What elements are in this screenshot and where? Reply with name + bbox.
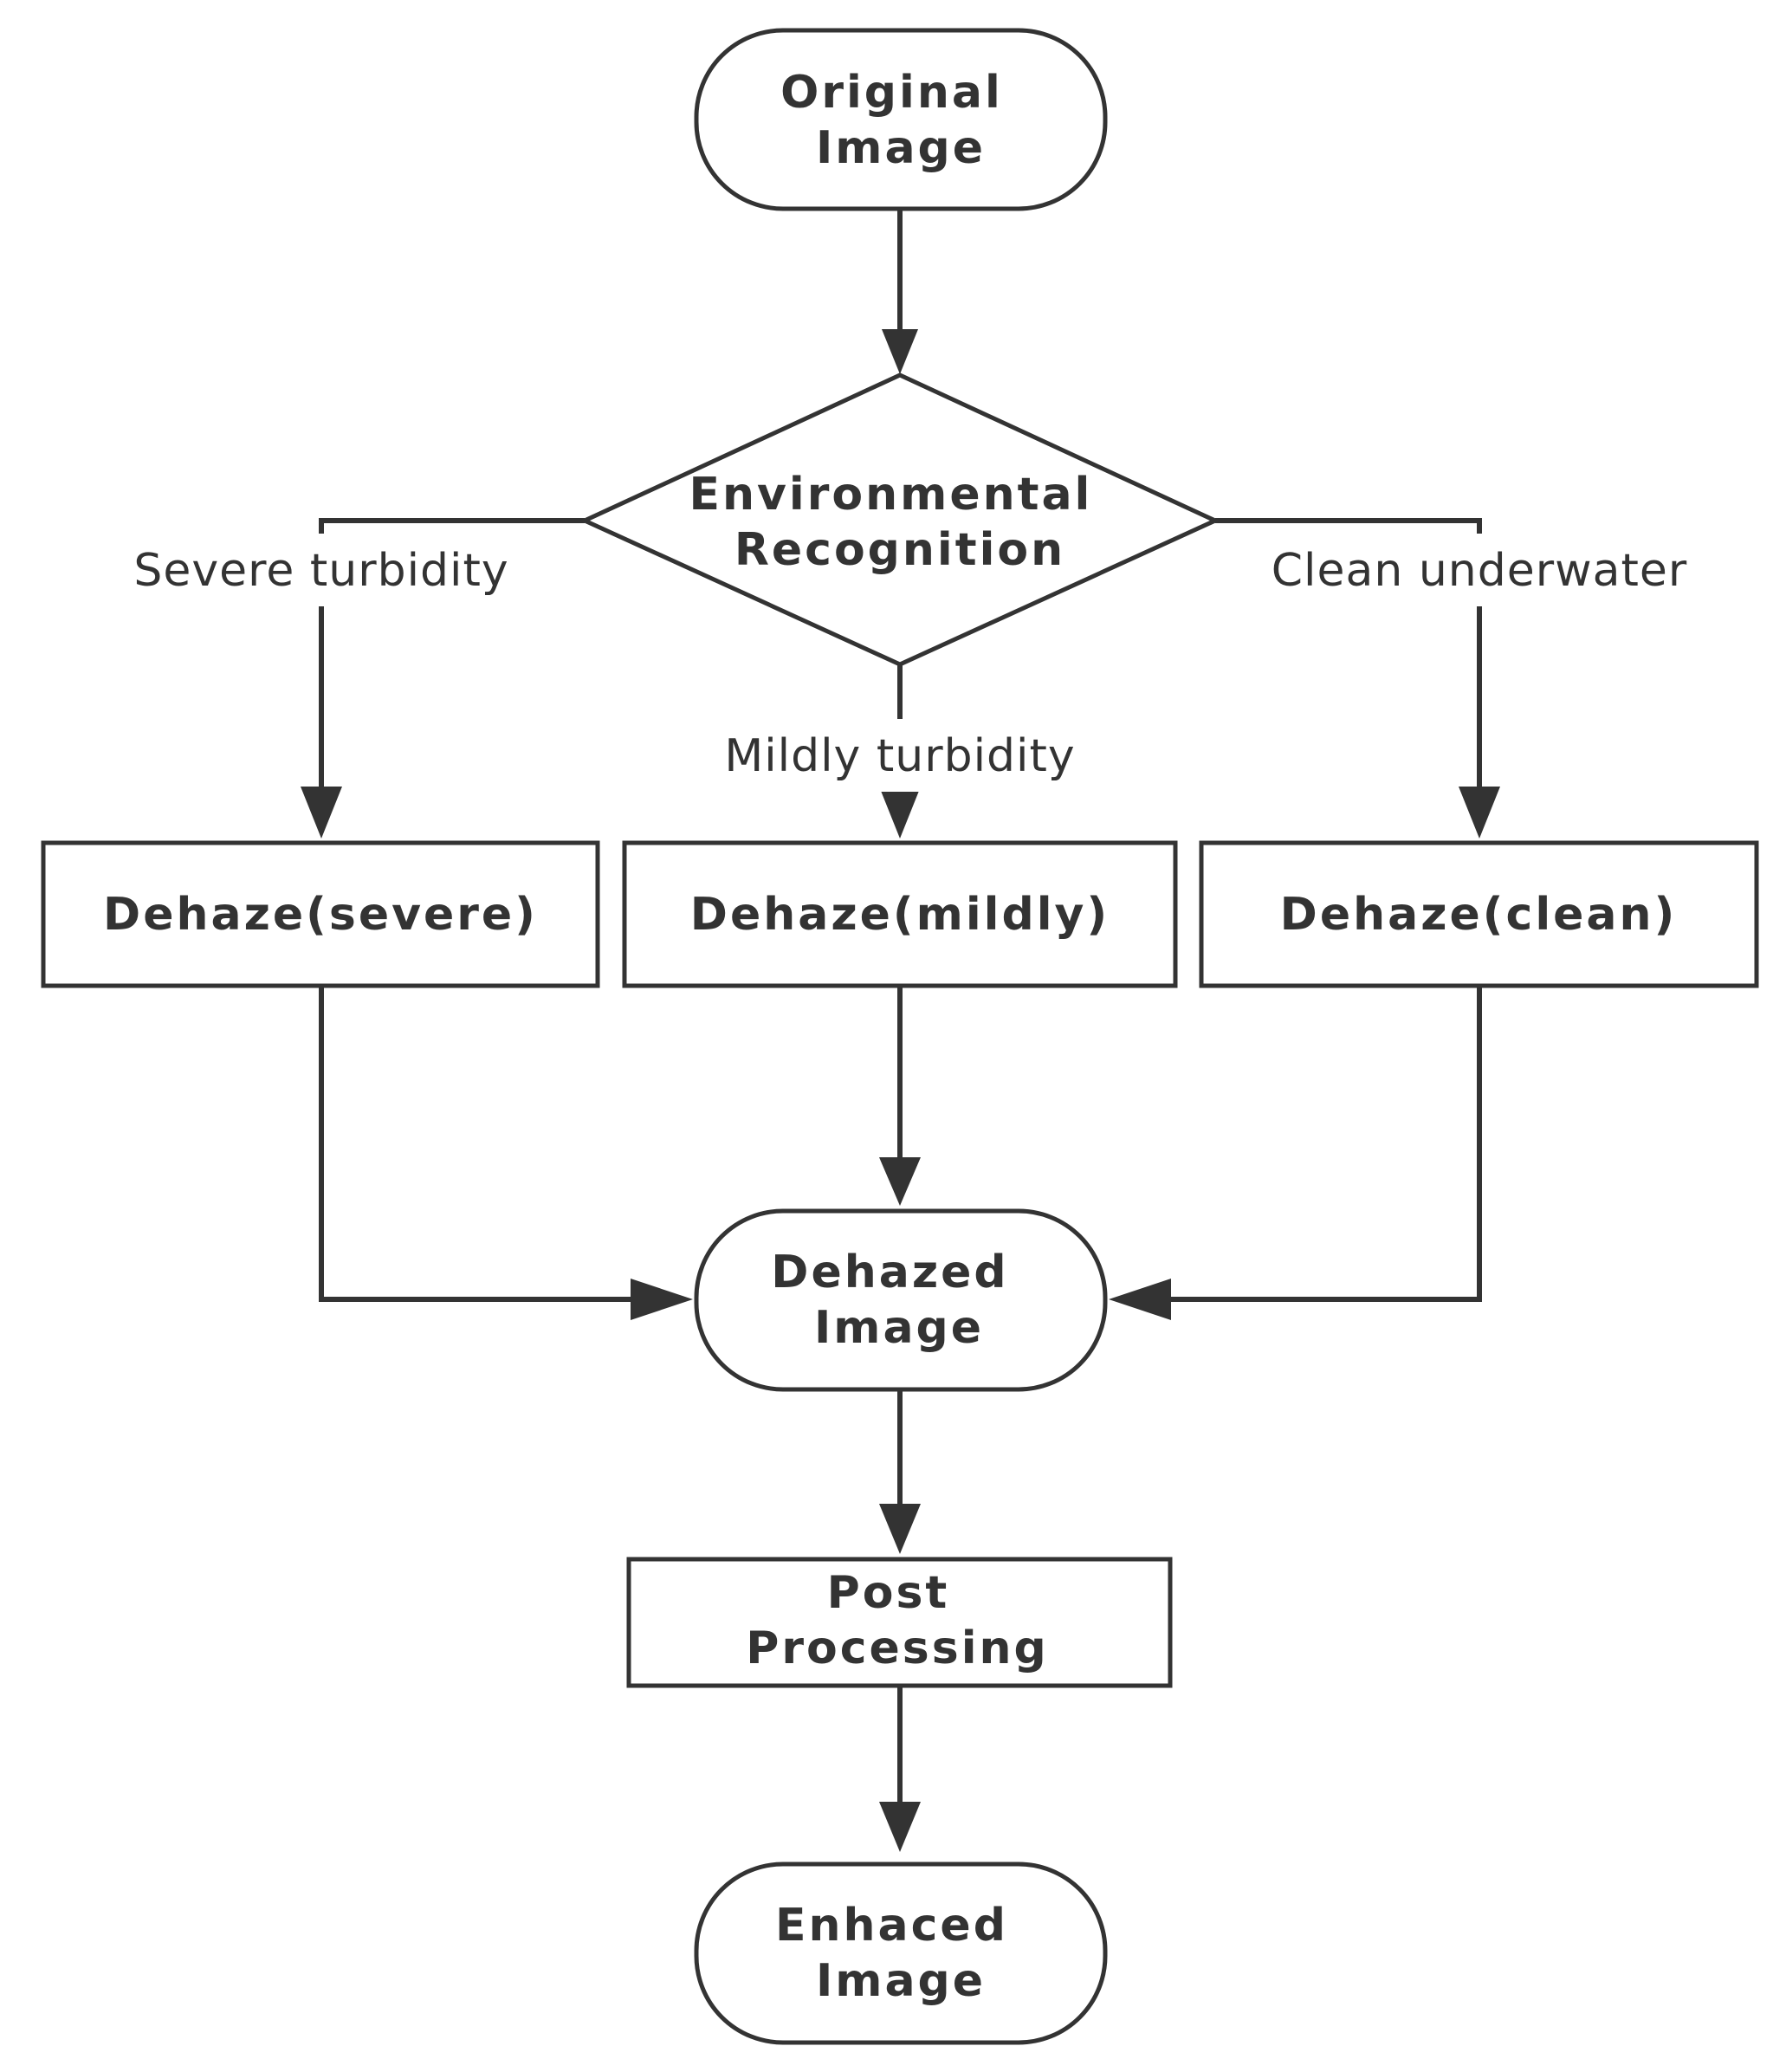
node-original-image-line2: Image (816, 122, 986, 174)
arrow-head-icon (301, 787, 342, 839)
nodes: Original Image Environmental Recognition… (41, 28, 1759, 2045)
arrow-head-icon (631, 1279, 693, 1320)
edge-recognition-to-clean (1215, 518, 1482, 788)
arrow-head-icon (879, 1802, 921, 1852)
node-enhaced-image-line2: Image (816, 1955, 986, 2007)
node-dehazed-image-line2: Image (814, 1302, 984, 1354)
svg-text:Original Image: Original Image (780, 67, 1021, 174)
arrow-head-icon (1109, 1279, 1171, 1320)
node-dehaze-severe: Dehaze(severe) (41, 840, 600, 988)
node-dehazed-image: Dehazed Image (694, 1208, 1108, 1392)
edge-labels: Severe turbidity Mildly turbidity Clean … (95, 534, 1718, 792)
edge-recognition-to-severe (319, 518, 585, 788)
node-post-processing-line2: Processing (746, 1622, 1049, 1674)
node-dehaze-severe-label: Dehaze(severe) (103, 889, 538, 941)
node-enhaced-image-line1: Enhaced (775, 1900, 1008, 1952)
node-dehaze-mildly: Dehaze(mildly) (622, 840, 1178, 988)
svg-text:Enhaced Image: Enhaced Image (775, 1900, 1026, 2007)
node-post-processing: Post Processing (626, 1557, 1173, 1688)
label-backdrop (95, 534, 546, 606)
node-environmental-recognition-line2: Recognition (734, 524, 1065, 576)
svg-text:Post Processing: Post Processing (746, 1567, 1049, 1674)
edge-label-clean: Clean underwater (1272, 545, 1688, 597)
node-post-processing-line1: Post (827, 1567, 950, 1619)
label-backdrop (1240, 534, 1718, 606)
node-original-image-line1: Original (780, 67, 1003, 119)
edge-clean-to-dehazed (1161, 986, 1482, 1302)
node-dehaze-clean: Dehaze(clean) (1199, 840, 1759, 988)
arrow-head-icon (882, 329, 918, 374)
label-backdrop (693, 719, 1107, 792)
node-dehazed-image-line1: Dehazed (771, 1246, 1008, 1298)
node-environmental-recognition: Environmental Recognition (579, 372, 1220, 667)
edges (301, 209, 1500, 1852)
node-dehaze-mildly-label: Dehaze(mildly) (690, 889, 1110, 941)
svg-text:Environmental Recognit: Environmental Recognition (689, 469, 1110, 576)
edge-severe-to-dehazed (319, 986, 641, 1302)
edge-label-mildly: Mildly turbidity (724, 730, 1075, 782)
node-original-image: Original Image (694, 28, 1108, 211)
node-enhaced-image: Enhaced Image (694, 1862, 1108, 2045)
svg-text:Dehazed Image: Dehazed Image (771, 1246, 1026, 1354)
arrow-head-icon (879, 1504, 921, 1554)
arrow-head-icon (879, 1157, 921, 1206)
arrow-head-icon (1459, 787, 1500, 839)
node-environmental-recognition-line1: Environmental (689, 469, 1092, 521)
arrow-head-icon (879, 787, 921, 839)
node-dehaze-clean-label: Dehaze(clean) (1280, 889, 1678, 941)
edge-label-severe: Severe turbidity (133, 545, 508, 597)
